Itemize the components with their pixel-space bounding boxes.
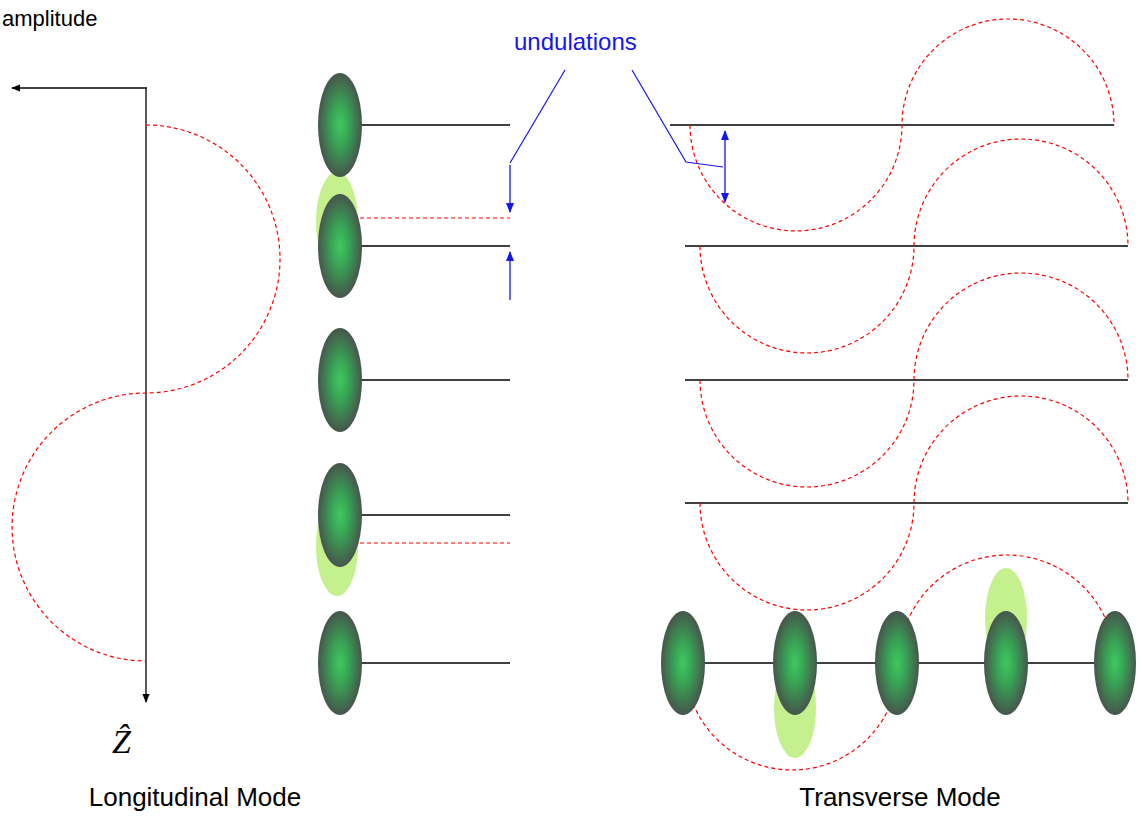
string-line bbox=[685, 245, 1128, 246]
leader-line bbox=[510, 70, 565, 163]
wave-curve bbox=[700, 273, 1128, 487]
particle bbox=[318, 463, 362, 567]
sheet-line bbox=[360, 662, 510, 663]
mode-caption: Transverse Mode bbox=[799, 783, 1000, 813]
wave-curve bbox=[700, 139, 1128, 353]
wave-curve bbox=[700, 396, 1128, 610]
leader-line bbox=[632, 70, 723, 167]
axis-label: amplitude bbox=[2, 6, 97, 31]
particle bbox=[773, 611, 817, 715]
string-line bbox=[685, 502, 1128, 503]
amplitude-curve bbox=[12, 125, 280, 661]
undulation-arrow bbox=[509, 165, 510, 212]
particle bbox=[661, 611, 705, 715]
particle bbox=[318, 611, 362, 715]
undulation-arrow bbox=[509, 252, 510, 300]
particle bbox=[318, 194, 362, 298]
amplitude-axis bbox=[12, 87, 147, 88]
sheet-line bbox=[360, 245, 510, 246]
particle bbox=[984, 611, 1028, 715]
callout-label: undulations bbox=[514, 28, 637, 56]
z-axis bbox=[145, 88, 146, 702]
displaced-line bbox=[360, 217, 510, 218]
sheet-line bbox=[360, 124, 510, 125]
displaced-line bbox=[360, 542, 510, 543]
sheet-line bbox=[360, 379, 510, 380]
particle bbox=[1094, 611, 1136, 715]
string-line bbox=[685, 379, 1128, 380]
mode-caption: Longitudinal Mode bbox=[89, 783, 302, 813]
particle bbox=[318, 73, 362, 177]
particle bbox=[318, 328, 362, 432]
sheet-line bbox=[360, 514, 510, 515]
string-line bbox=[670, 124, 1114, 125]
undulation-arrow bbox=[724, 131, 725, 202]
wave-curve bbox=[690, 19, 1114, 231]
wave-curve bbox=[685, 555, 1115, 770]
particle bbox=[875, 611, 919, 715]
axis-label: Ẑ bbox=[112, 722, 131, 761]
